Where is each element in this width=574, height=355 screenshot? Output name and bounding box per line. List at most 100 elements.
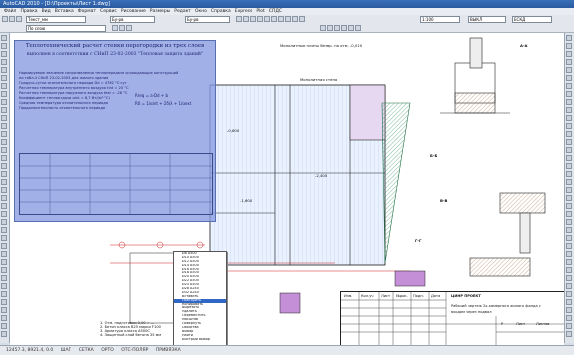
menu-item[interactable]: Рисование bbox=[120, 9, 146, 14]
move-icon[interactable] bbox=[320, 25, 326, 31]
menu-item[interactable]: Формат bbox=[77, 9, 97, 14]
context-menu-item[interactable]: Копировать bbox=[182, 302, 204, 306]
tool-button-icon[interactable] bbox=[1, 131, 7, 137]
rectangle-icon[interactable] bbox=[264, 16, 270, 22]
pan-icon[interactable] bbox=[299, 16, 305, 22]
context-menu-item[interactable]: Масштаб bbox=[182, 318, 199, 322]
tool-button-icon[interactable] bbox=[566, 139, 572, 145]
tool-button-icon[interactable] bbox=[1, 43, 7, 49]
style-combo[interactable]: ЕСКД bbox=[512, 16, 552, 23]
copy-icon[interactable] bbox=[327, 25, 333, 31]
new-file-icon[interactable] bbox=[2, 16, 8, 22]
tool-button-icon[interactable] bbox=[1, 219, 7, 225]
tool-button-icon[interactable] bbox=[566, 291, 572, 297]
tool-button-icon[interactable] bbox=[566, 83, 572, 89]
context-menu-item[interactable]: Повторить bbox=[174, 298, 226, 303]
tool-button-icon[interactable] bbox=[566, 235, 572, 241]
tool-button-icon[interactable] bbox=[566, 315, 572, 321]
context-menu-item[interactable]: Ø20 А500 bbox=[182, 275, 199, 279]
tool-button-icon[interactable] bbox=[1, 139, 7, 145]
plot-combo[interactable]: ВЫКЛ bbox=[468, 16, 506, 23]
tool-button-icon[interactable] bbox=[566, 75, 572, 81]
context-menu-item[interactable]: Повернуть bbox=[182, 322, 202, 326]
tool-button-icon[interactable] bbox=[1, 195, 7, 201]
tool-button-icon[interactable] bbox=[1, 59, 7, 65]
open-file-icon[interactable] bbox=[9, 16, 15, 22]
tool-button-icon[interactable] bbox=[1, 267, 7, 273]
tool-button-icon[interactable] bbox=[566, 275, 572, 281]
status-grid[interactable]: СЕТКА bbox=[78, 348, 94, 353]
status-osnap[interactable]: ПРИВЯЗКА bbox=[155, 348, 181, 353]
tool-button-icon[interactable] bbox=[1, 203, 7, 209]
context-menu-item[interactable]: Ø32 А240 bbox=[182, 290, 199, 294]
trim-icon[interactable] bbox=[348, 25, 354, 31]
layer-lock-icon[interactable] bbox=[126, 25, 132, 31]
context-menu-item[interactable]: Быстрый выбор bbox=[182, 337, 210, 341]
hatch-icon[interactable] bbox=[271, 16, 277, 22]
tool-button-icon[interactable] bbox=[566, 91, 572, 97]
linetype-combo[interactable]: Бу-рв bbox=[110, 16, 155, 23]
scale-combo[interactable]: 1:100 bbox=[420, 16, 460, 23]
tool-button-icon[interactable] bbox=[566, 115, 572, 121]
tool-button-icon[interactable] bbox=[566, 59, 572, 65]
tool-button-icon[interactable] bbox=[1, 67, 7, 73]
layer-freeze-icon[interactable] bbox=[119, 25, 125, 31]
tool-button-icon[interactable] bbox=[566, 123, 572, 129]
tool-button-icon[interactable] bbox=[1, 171, 7, 177]
polyline-icon[interactable] bbox=[243, 16, 249, 22]
rotate-icon[interactable] bbox=[334, 25, 340, 31]
tool-button-icon[interactable] bbox=[1, 315, 7, 321]
tool-button-icon[interactable] bbox=[1, 35, 7, 41]
status-ortho[interactable]: ОРТО bbox=[101, 348, 114, 353]
tool-button-icon[interactable] bbox=[566, 219, 572, 225]
dimension-icon[interactable] bbox=[285, 16, 291, 22]
tool-button-icon[interactable] bbox=[566, 267, 572, 273]
context-menu-item[interactable]: Ø22 А500 bbox=[182, 279, 199, 283]
tool-button-icon[interactable] bbox=[1, 227, 7, 233]
tool-button-icon[interactable] bbox=[1, 323, 7, 329]
tool-button-icon[interactable] bbox=[566, 163, 572, 169]
tool-button-icon[interactable] bbox=[1, 331, 7, 337]
tool-button-icon[interactable] bbox=[566, 171, 572, 177]
layer-combo[interactable]: Текст_мм bbox=[26, 16, 86, 23]
tool-button-icon[interactable] bbox=[566, 147, 572, 153]
context-menu-item[interactable]: Ø8 А500 bbox=[182, 252, 197, 255]
tool-button-icon[interactable] bbox=[1, 123, 7, 129]
tool-button-icon[interactable] bbox=[566, 251, 572, 257]
tool-button-icon[interactable] bbox=[1, 275, 7, 281]
arc-icon[interactable] bbox=[257, 16, 263, 22]
menu-item[interactable]: Правка bbox=[20, 9, 38, 14]
menu-item[interactable]: Вставка bbox=[54, 9, 74, 14]
tool-button-icon[interactable] bbox=[566, 43, 572, 49]
tool-button-icon[interactable] bbox=[1, 187, 7, 193]
menu-item[interactable]: Редакт bbox=[174, 9, 191, 14]
status-polar[interactable]: ОТС-ПОЛЯР bbox=[121, 348, 149, 353]
tool-button-icon[interactable] bbox=[1, 115, 7, 121]
context-menu-item[interactable]: Вырезать bbox=[182, 306, 200, 310]
zoom-icon[interactable] bbox=[292, 16, 298, 22]
extend-icon[interactable] bbox=[355, 25, 361, 31]
tool-button-icon[interactable] bbox=[1, 307, 7, 313]
tool-button-icon[interactable] bbox=[1, 291, 7, 297]
tool-button-icon[interactable] bbox=[1, 91, 7, 97]
context-menu-item[interactable]: Ø10 А500 bbox=[182, 255, 199, 259]
context-menu-item[interactable]: Удалить bbox=[182, 310, 197, 314]
menu-item[interactable]: Express bbox=[234, 9, 253, 14]
tool-button-icon[interactable] bbox=[566, 155, 572, 161]
menu-item[interactable]: Сервис bbox=[100, 9, 117, 14]
lineweight-combo[interactable]: Бу-рв bbox=[185, 16, 230, 23]
tool-button-icon[interactable] bbox=[1, 75, 7, 81]
tool-button-icon[interactable] bbox=[1, 283, 7, 289]
tool-button-icon[interactable] bbox=[566, 283, 572, 289]
tool-button-icon[interactable] bbox=[566, 243, 572, 249]
tool-button-icon[interactable] bbox=[566, 299, 572, 305]
context-menu-item[interactable]: Ø16 А500 bbox=[182, 267, 199, 271]
tool-button-icon[interactable] bbox=[566, 179, 572, 185]
tool-button-icon[interactable] bbox=[566, 35, 572, 41]
menu-item[interactable]: Plot bbox=[256, 9, 265, 14]
tool-button-icon[interactable] bbox=[1, 155, 7, 161]
menu-item[interactable]: СПДС bbox=[268, 9, 282, 14]
save-icon[interactable] bbox=[16, 16, 22, 22]
color-combo[interactable]: По слою bbox=[26, 24, 106, 32]
